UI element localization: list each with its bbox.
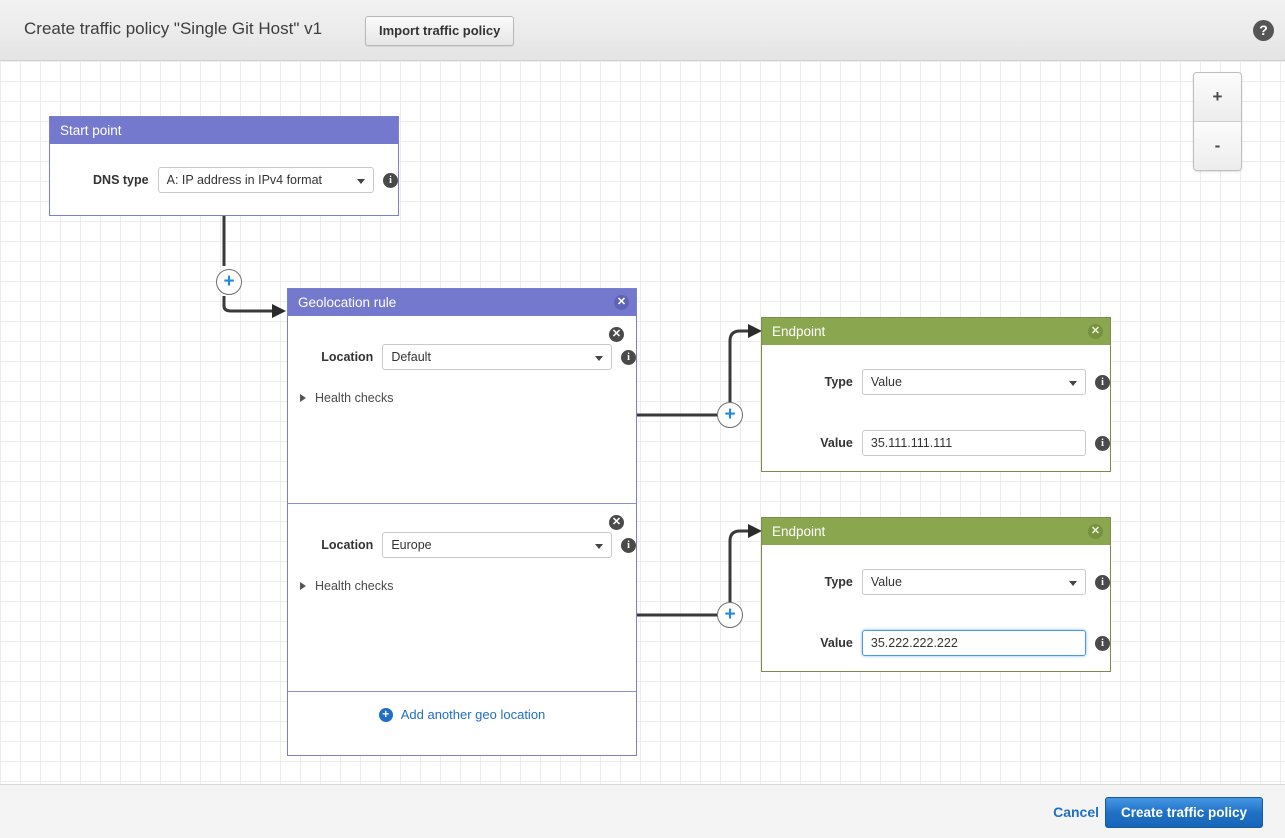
geo-location-section: ✕ Location Europe i Health checks [288,503,636,691]
endpoint-type-select[interactable]: Value [861,369,1086,395]
add-node-junction[interactable]: + [216,269,242,295]
endpoint-header: Endpoint ✕ [762,518,1110,545]
app-header: Create traffic policy "Single Git Host" … [0,0,1285,61]
chevron-down-icon [1069,581,1077,586]
health-checks-label: Health checks [315,579,394,593]
endpoint-title: Endpoint [772,324,826,339]
zoom-in-button[interactable]: + [1194,73,1241,121]
remove-geo-location-icon[interactable]: ✕ [609,327,624,342]
location-label: Location [321,350,374,364]
page-footer: Cancel Create traffic policy [0,784,1285,838]
health-checks-label: Health checks [315,391,394,405]
endpoint-card: Endpoint ✕ Type Value i Value 35.222.222… [761,517,1111,672]
location-value: Europe [391,538,432,552]
policy-canvas[interactable]: Start point DNS type A: IP address in IP… [0,61,1285,784]
add-node-junction[interactable]: + [717,402,743,428]
chevron-down-icon [357,179,365,184]
location-select[interactable]: Europe [382,532,612,558]
location-value: Default [391,350,431,364]
import-traffic-policy-button[interactable]: Import traffic policy [365,16,515,46]
endpoint-type-row: Type Value i [762,369,1110,395]
close-icon[interactable]: ✕ [1088,324,1103,339]
chevron-right-icon [300,394,306,402]
geolocation-rule-card: Geolocation rule ✕ ✕ Location Default i … [287,288,637,756]
endpoint-value-text: 35.111.111.111 [870,436,953,450]
endpoint-type-info-icon[interactable]: i [1095,374,1110,390]
endpoint-value-label: Value [820,636,853,650]
location-row: Location Default i [288,316,636,370]
endpoint-value-info-icon[interactable]: i [1095,435,1110,451]
add-geo-location-label: Add another geo location [400,707,546,722]
endpoint-value-row: Value 35.222.222.222 i [762,630,1110,656]
plus-icon: + [378,707,393,722]
geolocation-rule-header: Geolocation rule ✕ [288,289,636,316]
dns-type-value: A: IP address in IPv4 format [166,173,323,187]
location-info-icon[interactable]: i [621,349,636,365]
geolocation-rule-title: Geolocation rule [298,295,397,310]
page-title: Create traffic policy "Single Git Host" … [24,19,323,38]
start-point-card: Start point DNS type A: IP address in IP… [49,116,399,216]
remove-geo-location-icon[interactable]: ✕ [609,515,624,530]
endpoint-type-select[interactable]: Value [861,569,1086,595]
endpoint-value-input[interactable]: 35.111.111.111 [861,430,1086,456]
close-icon[interactable]: ✕ [1088,524,1103,539]
endpoint-type-label: Type [824,575,853,589]
endpoint-type-value: Value [870,575,902,589]
location-info-icon[interactable]: i [621,537,636,553]
dns-type-label: DNS type [93,173,149,187]
endpoint-type-label: Type [824,375,853,389]
endpoint-type-row: Type Value i [762,569,1110,595]
start-point-title: Start point [60,123,122,138]
zoom-controls: + - [1193,72,1242,171]
endpoint-value-text: 35.222.222.222 [870,636,958,650]
endpoint-type-info-icon[interactable]: i [1095,574,1110,590]
endpoint-header: Endpoint ✕ [762,318,1110,345]
add-geo-location-button[interactable]: + Add another geo location [288,691,636,737]
create-traffic-policy-button[interactable]: Create traffic policy [1104,797,1263,828]
endpoint-value-info-icon[interactable]: i [1095,635,1110,651]
location-select[interactable]: Default [382,344,612,370]
endpoint-value-label: Value [820,436,853,450]
dns-type-select[interactable]: A: IP address in IPv4 format [157,167,374,193]
chevron-down-icon [595,356,603,361]
endpoint-value-row: Value 35.111.111.111 i [762,430,1110,456]
location-label: Location [321,538,374,552]
endpoint-card: Endpoint ✕ Type Value i Value 35.111.111… [761,317,1111,472]
endpoint-type-value: Value [870,375,902,389]
cancel-button[interactable]: Cancel [1053,804,1099,820]
geo-location-section: ✕ Location Default i Health checks [288,316,636,503]
chevron-down-icon [1069,381,1077,386]
close-icon[interactable]: ✕ [614,295,629,310]
endpoint-title: Endpoint [772,524,826,539]
endpoint-value-input[interactable]: 35.222.222.222 [861,630,1086,656]
dns-type-row: DNS type A: IP address in IPv4 format i [50,167,398,193]
zoom-out-button[interactable]: - [1194,121,1241,170]
health-checks-toggle[interactable]: Health checks [288,391,636,405]
health-checks-toggle[interactable]: Health checks [288,579,636,593]
chevron-right-icon [300,582,306,590]
start-point-header: Start point [50,117,398,144]
help-icon[interactable]: ? [1253,20,1274,41]
add-node-junction[interactable]: + [717,602,743,628]
dns-type-info-icon[interactable]: i [383,172,398,188]
chevron-down-icon [595,544,603,549]
location-row: Location Europe i [288,504,636,558]
